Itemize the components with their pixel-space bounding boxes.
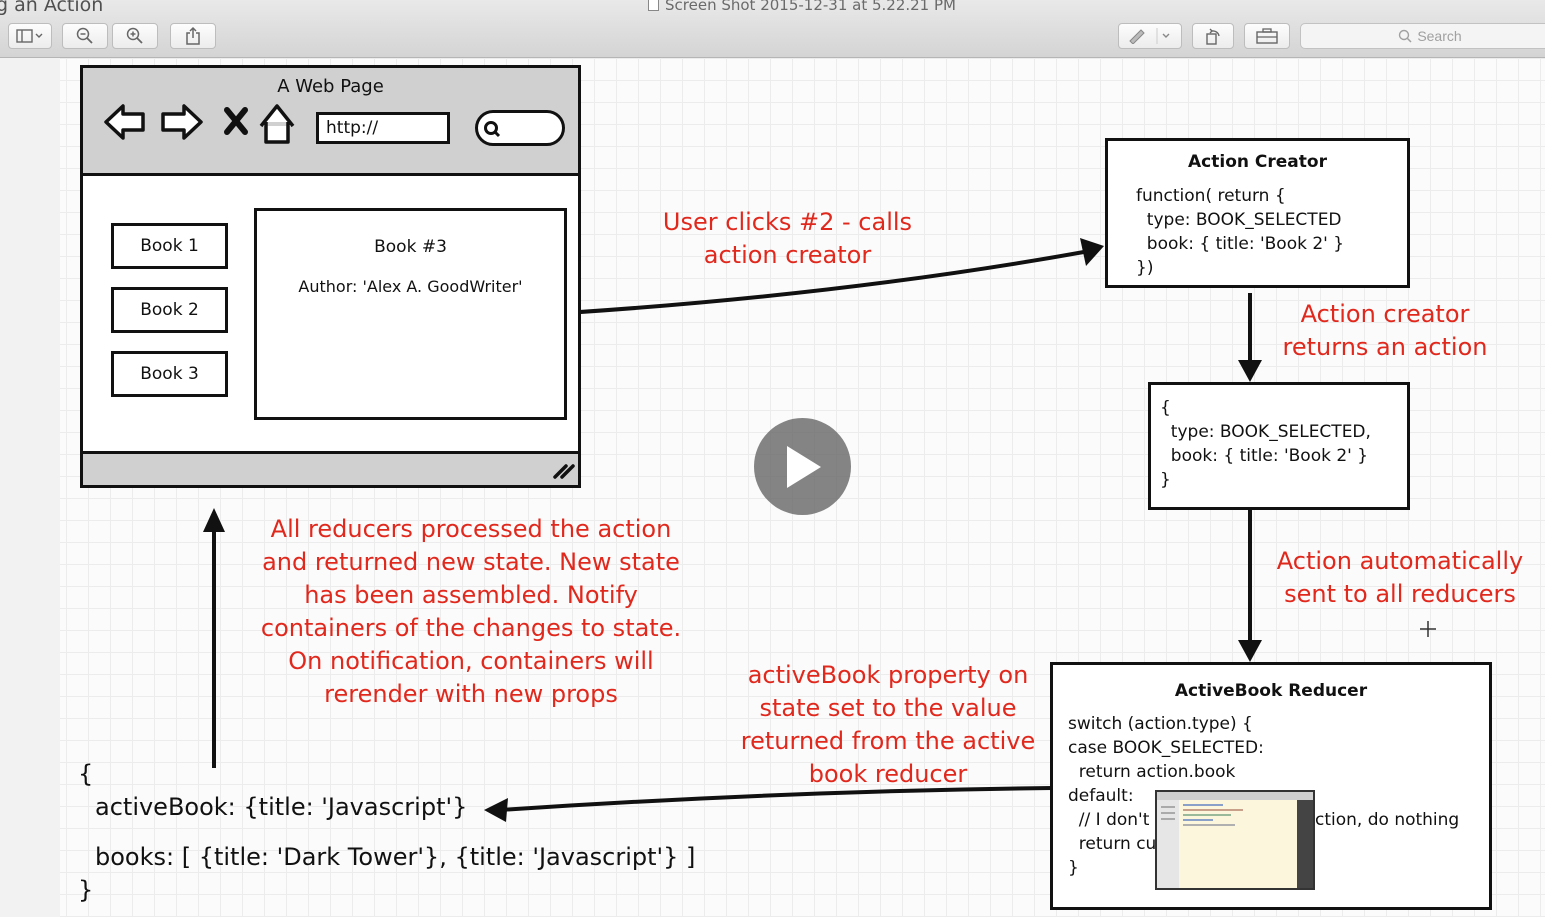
share-icon (186, 26, 200, 45)
action-creator-title: Action Creator (1188, 152, 1327, 172)
reducer-line-1: switch (action.type) { (1068, 714, 1253, 734)
reducer-line-6: return cu (1068, 834, 1157, 854)
annotation-reducers-line-3: has been assembled. Notify (304, 581, 638, 609)
markup-icon (1129, 28, 1170, 44)
sidebar-toggle-button[interactable] (8, 23, 52, 49)
browser-nav-icons (104, 104, 295, 144)
rotate-button[interactable] (1192, 23, 1234, 49)
arrowhead-action-object (1238, 360, 1262, 382)
toolbox-icon (1256, 28, 1278, 44)
markup-button[interactable] (1118, 23, 1182, 49)
annotation-returns-action-line-1: Action creator (1300, 300, 1470, 328)
annotation-returns-action-line-2: returns an action (1282, 333, 1488, 361)
action-creator-box: Action Creator function( return { type: … (1105, 138, 1410, 288)
zoom-out-button[interactable] (62, 23, 108, 49)
annotation-reducers-line-6: rerender with new props (324, 680, 618, 708)
zoom-in-icon (126, 27, 143, 44)
back-arrow-icon (104, 104, 145, 140)
window-title-left: g an Action (0, 0, 104, 16)
annotation-reducers-processed: All reducers processed the action and re… (236, 513, 706, 711)
search-placeholder: Search (1417, 28, 1462, 44)
window-toolbar: g an Action Screen Shot 2015-12-31 at 5.… (0, 0, 1545, 58)
annotation-reducers-line-2: and returned new state. New state (262, 548, 680, 576)
search-field[interactable]: Search (1300, 23, 1545, 49)
browser-toolbar: A Web Page http:// (83, 68, 578, 176)
reducer-line-2: case BOOK_SELECTED: (1068, 738, 1264, 758)
annotation-user-clicks-line-1: User clicks #2 - calls (662, 208, 913, 236)
reducer-line-5: // I don't (1068, 810, 1150, 830)
resize-grip-icon (553, 464, 575, 479)
reducer-line-4: default: (1068, 786, 1134, 806)
annotation-user-clicks: User clicks #2 - calls action creator (630, 206, 945, 272)
document-title-text: Screen Shot 2015-12-31 at 5.22.21 PM (665, 0, 956, 14)
annotation-active-book-line-2: state set to the value (759, 694, 1017, 722)
annotation-active-book-line-1: activeBook property on (747, 661, 1029, 689)
rotate-icon (1206, 28, 1220, 45)
web-page-title: A Web Page (277, 76, 384, 97)
address-bar: http:// (316, 112, 450, 144)
annotation-sent-to-reducers-line-2: sent to all reducers (1284, 580, 1516, 608)
arrowhead-state (484, 798, 508, 822)
toolbox-button[interactable] (1244, 23, 1290, 49)
annotation-active-book-property: activeBook property on state set to the … (728, 659, 1048, 791)
cursor-crosshair (1420, 621, 1436, 637)
reducer-title: ActiveBook Reducer (1174, 681, 1368, 701)
browser-search-pill (475, 110, 565, 146)
reducer-line-3: return action.book (1068, 762, 1236, 782)
annotation-active-book-line-4: book reducer (808, 760, 968, 788)
book-2-button: Book 2 (111, 287, 228, 333)
zoom-out-icon (76, 27, 93, 44)
annotation-reducers-line-4: containers of the changes to state. (260, 614, 682, 642)
arrowhead-web-page (203, 508, 225, 532)
editor-screenshot-thumbnail (1157, 792, 1313, 888)
search-icon (1399, 29, 1412, 43)
zoom-in-button[interactable] (112, 23, 158, 49)
video-thumbnail-preview[interactable] (1155, 790, 1315, 890)
book-1-button: Book 1 (111, 223, 228, 269)
state-close-brace: } (78, 876, 94, 904)
reducer-line-7: } (1068, 858, 1079, 878)
document-icon (648, 0, 659, 11)
home-icon (259, 104, 295, 144)
arrowhead-action-creator (1080, 238, 1104, 266)
browser-footer (83, 451, 578, 485)
book-detail-author: Author: 'Alex A. GoodWriter' (298, 277, 523, 296)
annotation-sent-to-reducers: Action automatically sent to all reducer… (1268, 545, 1532, 611)
action-object-code: { type: BOOK_SELECTED, book: { title: 'B… (1160, 398, 1371, 490)
state-open-brace: { (78, 760, 94, 788)
stop-x-icon (224, 107, 248, 135)
book-detail-title: Book #3 (374, 237, 447, 257)
share-button[interactable] (170, 23, 216, 49)
annotation-returns-action: Action creator returns an action (1265, 298, 1505, 364)
reducer-line-5-tail: ction, do nothing (1315, 810, 1460, 830)
play-button[interactable] (754, 418, 851, 515)
book-detail-panel: Book #3 Author: 'Alex A. GoodWriter' (254, 208, 567, 420)
action-object-box: { type: BOOK_SELECTED, book: { title: 'B… (1148, 382, 1410, 510)
annotation-reducers-line-5: On notification, containers will (288, 647, 654, 675)
arrow-reducer-to-state (499, 786, 1053, 812)
book-3-button: Book 3 (111, 351, 228, 397)
action-creator-code: function( return { type: BOOK_SELECTED b… (1136, 186, 1345, 278)
document-title[interactable]: Screen Shot 2015-12-31 at 5.22.21 PM (648, 0, 956, 14)
arrowhead-reducer (1238, 640, 1262, 662)
annotation-reducers-line-1: All reducers processed the action (270, 515, 672, 543)
annotation-sent-to-reducers-line-1: Action automatically (1276, 547, 1524, 575)
forward-arrow-icon (161, 104, 203, 140)
state-active-book: activeBook: {title: 'Javascript'} (95, 793, 468, 821)
play-icon (786, 445, 821, 488)
magnifier-icon (484, 121, 501, 138)
annotation-active-book-line-3: returned from the active (740, 727, 1036, 755)
state-books: books: [ {title: 'Dark Tower'}, {title: … (95, 843, 696, 871)
sidebar-gutter (0, 58, 60, 917)
annotation-user-clicks-line-2: action creator (703, 241, 872, 269)
sidebar-icon (16, 29, 43, 43)
